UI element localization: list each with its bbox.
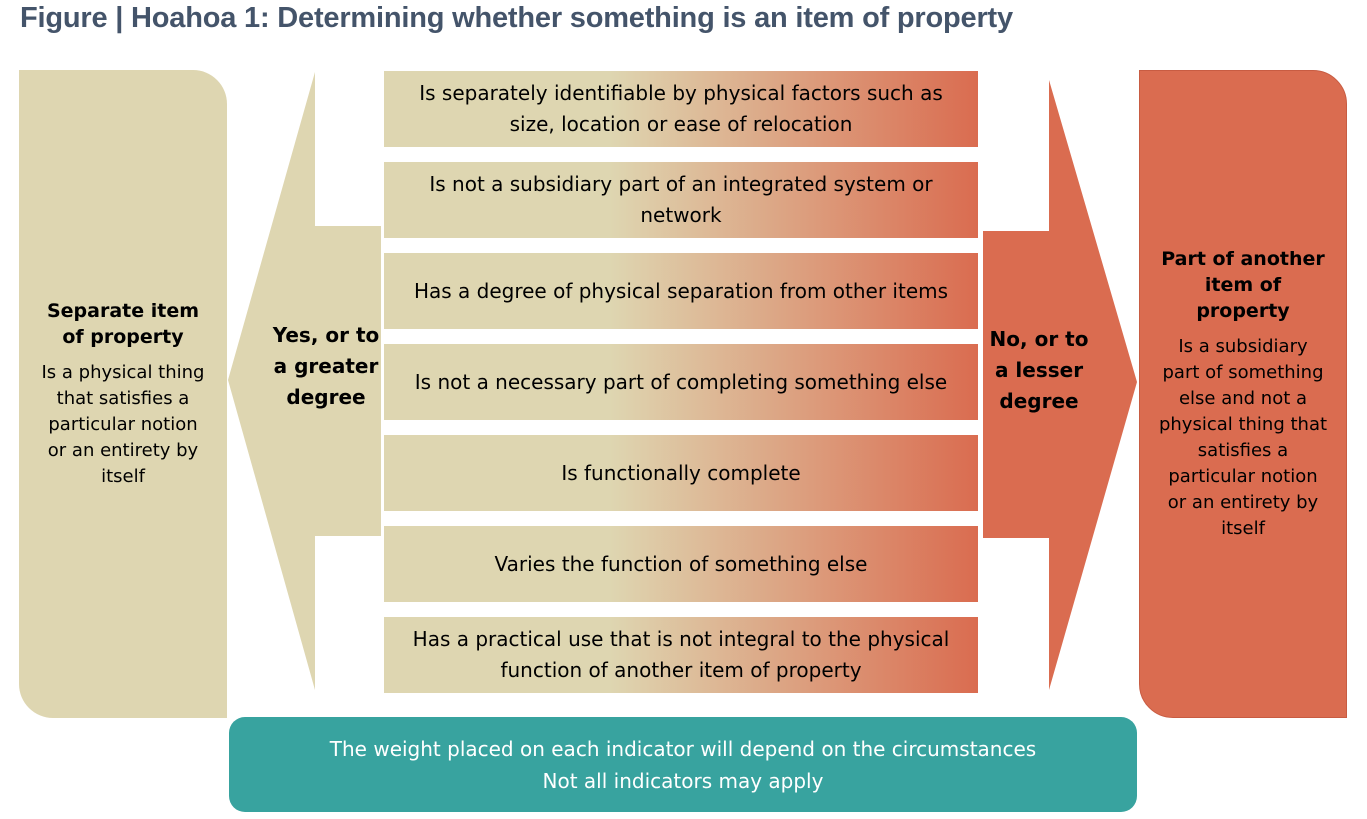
indicator-row: Is functionally complete (384, 435, 978, 511)
left-arrow-label: Yes, or to a greater degree (272, 323, 380, 409)
indicator-row: Is not a necessary part of completing so… (384, 344, 978, 420)
note-line-1: The weight placed on each indicator will… (329, 736, 1037, 761)
indicator-row: Is separately identifiable by physical f… (384, 71, 978, 147)
figure-title: Figure | Hoahoa 1: Determining whether s… (20, 2, 1013, 34)
weighting-note: The weight placed on each indicator will… (229, 717, 1137, 812)
left-arrow-shape (228, 72, 381, 690)
right-arrow-shape (983, 80, 1137, 690)
part-of-item-box: Part of another item of property Is a su… (1139, 70, 1347, 718)
indicator-row: Has a practical use that is not integral… (384, 617, 978, 693)
indicator-row: Has a degree of physical separation from… (384, 253, 978, 329)
part-of-item-description: Is a subsidiary part of something else a… (1158, 336, 1328, 539)
right-arrow-label: No, or to a lesser degree (989, 327, 1089, 413)
note-line-2: Not all indicators may apply (542, 768, 824, 793)
separate-item-box: Separate item of property Is a physical … (19, 70, 227, 718)
indicator-row: Is not a subsidiary part of an integrate… (384, 162, 978, 238)
indicator-row: Varies the function of something else (384, 526, 978, 602)
part-of-item-heading: Part of another item of property (1161, 248, 1325, 322)
separate-item-heading: Separate item of property (46, 300, 200, 348)
separate-item-description: Is a physical thing that satisfies a par… (41, 362, 205, 487)
